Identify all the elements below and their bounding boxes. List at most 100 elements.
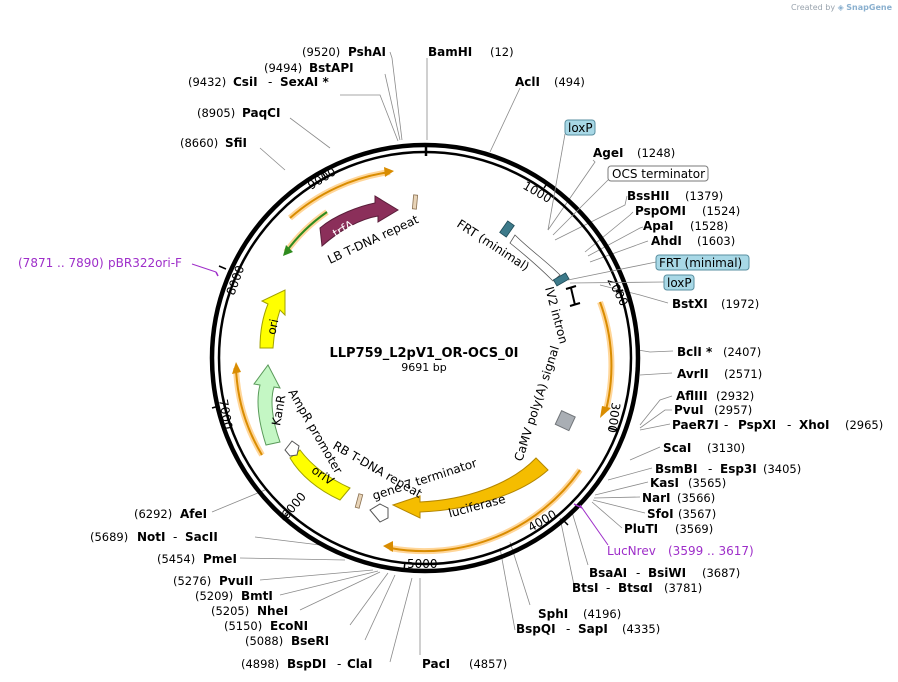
- svg-text:(8660): (8660): [180, 136, 218, 150]
- frt-feature-2: [552, 272, 570, 287]
- site-bsshii[interactable]: BssHII (1379): [627, 189, 723, 203]
- site-pluti[interactable]: PluTI (3569): [624, 522, 713, 536]
- svg-text:BstXI: BstXI: [672, 297, 708, 311]
- svg-text:(2957): (2957): [714, 403, 752, 417]
- gene7-feature: [369, 503, 389, 523]
- svg-text:ClaI: ClaI: [347, 657, 372, 671]
- loxp-bottom-box[interactable]: loxP: [569, 274, 695, 291]
- svg-text:(494): (494): [554, 75, 585, 89]
- svg-text:BsmBI: BsmBI: [655, 462, 697, 476]
- site-kasi[interactable]: KasI (3565): [650, 476, 726, 490]
- svg-text:BspDI: BspDI: [287, 657, 326, 671]
- svg-text:SapI: SapI: [578, 622, 608, 636]
- pbr322ori-f-primer[interactable]: (7871 .. 7890) pBR322ori-F: [18, 256, 219, 277]
- site-afliii[interactable]: AflIII (2932): [676, 389, 754, 403]
- site-afei[interactable]: (6292) AfeI: [134, 507, 207, 521]
- site-bmti[interactable]: (5209) BmtI: [195, 589, 273, 603]
- site-noti-sacii[interactable]: (5689) NotI - SacII: [90, 530, 218, 544]
- svg-text:-: -: [724, 418, 728, 432]
- site-bstxi[interactable]: BstXI (1972): [672, 297, 759, 311]
- site-bseri[interactable]: (5088) BseRI: [245, 634, 329, 648]
- site-econi[interactable]: (5150) EcoNI: [224, 619, 308, 633]
- svg-text:(5689): (5689): [90, 530, 128, 544]
- luciferase-feature: [391, 457, 549, 519]
- loxp-bottom-label: loxP: [667, 276, 692, 290]
- site-paer7i-pspxi-xhoi[interactable]: PaeR7I - PspXI - XhoI (2965): [672, 418, 883, 432]
- svg-text:BclI *: BclI *: [677, 345, 713, 359]
- svg-text:BsaAI: BsaAI: [589, 566, 627, 580]
- svg-text:BstAPI: BstAPI: [309, 61, 354, 75]
- site-scai[interactable]: ScaI (3130): [663, 441, 745, 455]
- site-bspqi-sapi[interactable]: BspQI - SapI (4335): [516, 622, 660, 636]
- svg-text:(3687): (3687): [702, 566, 740, 580]
- iv2-intron-marker: [565, 285, 581, 307]
- site-pmei[interactable]: (5454) PmeI: [157, 552, 237, 566]
- site-bsaai-bsiwi[interactable]: BsaAI - BsiWI (3687): [589, 566, 740, 580]
- credit-brand: SnapGene: [846, 3, 892, 12]
- site-csii-sexai[interactable]: (9432) CsiI - SexAI *: [188, 75, 329, 89]
- site-sfii[interactable]: (8660) SfiI: [180, 136, 247, 150]
- site-agei[interactable]: AgeI (1248): [593, 146, 675, 160]
- svg-text:ApaI: ApaI: [643, 219, 673, 233]
- site-nhei[interactable]: (5205) NheI: [211, 604, 288, 618]
- svg-text:BtsαI: BtsαI: [618, 581, 653, 595]
- site-pvui[interactable]: PvuI (2957): [674, 403, 752, 417]
- site-nari[interactable]: NarI (3566): [642, 491, 715, 505]
- site-sfoi[interactable]: SfoI (3567): [647, 507, 716, 521]
- svg-text:SexAI *: SexAI *: [280, 75, 329, 89]
- site-ahdi[interactable]: AhdI (1603): [651, 234, 735, 248]
- frt-feature-1: [499, 220, 515, 238]
- site-acli[interactable]: AclI (494): [515, 75, 585, 89]
- loxp-top-box[interactable]: loxP: [547, 119, 596, 231]
- svg-text:BssHII: BssHII: [627, 189, 669, 203]
- site-pvuii[interactable]: (5276) PvuII: [173, 574, 253, 588]
- svg-text:PshAI: PshAI: [348, 45, 386, 59]
- svg-text:BspQI: BspQI: [516, 622, 556, 636]
- svg-text:(2407): (2407): [723, 345, 761, 359]
- svg-text:(4898): (4898): [241, 657, 279, 671]
- svg-text:PspXI: PspXI: [738, 418, 776, 432]
- credit-prefix: Created by: [791, 3, 836, 12]
- site-bspdi-clai[interactable]: (4898) BspDI - ClaI: [241, 657, 372, 671]
- tick-3000: 3000: [605, 402, 623, 434]
- site-bamhi[interactable]: BamHI (12): [428, 45, 514, 59]
- frt-minimal-label: FRT (minimal): [659, 256, 742, 270]
- site-pshai[interactable]: (9520) PshAI: [302, 45, 386, 59]
- svg-text:PvuII: PvuII: [219, 574, 253, 588]
- svg-text:(3781): (3781): [664, 581, 702, 595]
- svg-text:-: -: [173, 530, 177, 544]
- svg-text:(3569): (3569): [675, 522, 713, 536]
- site-bsmbi-esp3i[interactable]: BsmBI - Esp3I (3405): [655, 462, 801, 476]
- ocs-terminator-box[interactable]: OCS terminator: [552, 165, 709, 236]
- svg-text:KasI: KasI: [650, 476, 679, 490]
- frt-minimal-box[interactable]: FRT (minimal): [567, 254, 750, 281]
- site-paci[interactable]: PacI (4857): [422, 657, 507, 671]
- snapgene-credit: Created by ◈ SnapGene: [791, 3, 892, 12]
- tick-7000: 7000: [216, 398, 235, 431]
- site-sphi[interactable]: SphI (4196): [538, 607, 621, 621]
- svg-text:(1524): (1524): [702, 204, 740, 218]
- trfA-feature: [319, 195, 399, 248]
- svg-text:(2932): (2932): [716, 389, 754, 403]
- svg-text:EcoNI: EcoNI: [270, 619, 308, 633]
- site-bstapi[interactable]: (9494) BstAPI: [264, 61, 354, 75]
- ampr-promoter-feature: [284, 440, 300, 457]
- svg-text:-: -: [337, 657, 341, 671]
- iv2-arc: [509, 234, 561, 282]
- site-pspomi[interactable]: PspOMI (1524): [635, 204, 740, 218]
- svg-text:NarI: NarI: [642, 491, 671, 505]
- site-paqci[interactable]: (8905) PaqCI: [197, 106, 280, 120]
- svg-text:PmeI: PmeI: [203, 552, 237, 566]
- site-btsi-btsai[interactable]: BtsI - BtsαI (3781): [572, 581, 702, 595]
- lucnrev-primer[interactable]: LucNrev (3599 .. 3617): [573, 503, 754, 558]
- svg-text:SphI: SphI: [538, 607, 568, 621]
- camv-label: CaMV poly(A) signal: [512, 344, 563, 463]
- site-bcli[interactable]: BclI * (2407): [677, 345, 761, 359]
- svg-text:(1603): (1603): [697, 234, 735, 248]
- tick-8000: 8000: [224, 264, 248, 297]
- site-avrii[interactable]: AvrII (2571): [677, 367, 762, 381]
- site-apai[interactable]: ApaI (1528): [643, 219, 728, 233]
- svg-text:(3565): (3565): [688, 476, 726, 490]
- oriV-feature: [289, 449, 351, 501]
